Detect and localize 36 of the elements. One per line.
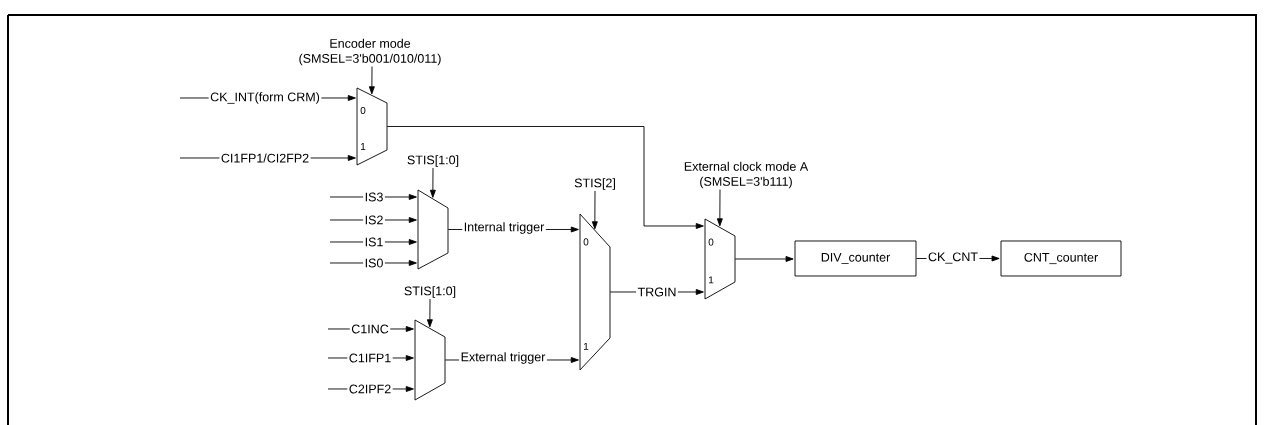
multiplexer: 0 1 (356, 87, 388, 166)
arrow (429, 167, 436, 198)
signal-label: CK_CNT (926, 250, 980, 266)
signal-label: External trigger (459, 350, 547, 366)
signal-label: C1INC (349, 323, 391, 335)
signal-label: IS0 (363, 257, 385, 269)
arrow (426, 298, 433, 328)
multiplexer: 0 1 (704, 218, 736, 300)
signal-label: Internal trigger (462, 220, 546, 236)
signal-label: IS2 (363, 214, 385, 226)
signal-label: CI1FP1/CI2FP2 (219, 151, 311, 165)
arrow (716, 189, 723, 227)
arrow (734, 256, 794, 262)
control-label: STIS[1:0] (404, 286, 456, 298)
signal-label: TRGIN (636, 286, 678, 298)
multiplexer (417, 189, 449, 270)
control-label: External clock mode A (SMSEL=3'b111) (684, 161, 809, 189)
arrow (329, 239, 417, 245)
arrow (329, 194, 417, 200)
signal-label: C2IPF2 (347, 383, 393, 395)
signal-label: IS3 (363, 191, 385, 203)
counter-box: DIV_counter (794, 240, 917, 277)
signal-label: CK_INT(form CRM) (208, 90, 322, 106)
multiplexer: 0 1 (579, 213, 611, 371)
control-label: STIS[2] (574, 178, 615, 190)
control-label: Encoder mode (SMSEL=3'b001/010/011) (299, 38, 441, 66)
signal-label: C1IFP1 (347, 352, 393, 364)
arrow (386, 126, 704, 229)
multiplexer (414, 319, 446, 401)
arrow (329, 260, 417, 266)
arrow (329, 217, 417, 223)
arrow (591, 190, 598, 230)
signal-label: IS1 (363, 236, 385, 248)
control-label: STIS[1:0] (407, 155, 459, 167)
arrow (368, 66, 375, 95)
counter-box: CNT_counter (1000, 240, 1122, 277)
